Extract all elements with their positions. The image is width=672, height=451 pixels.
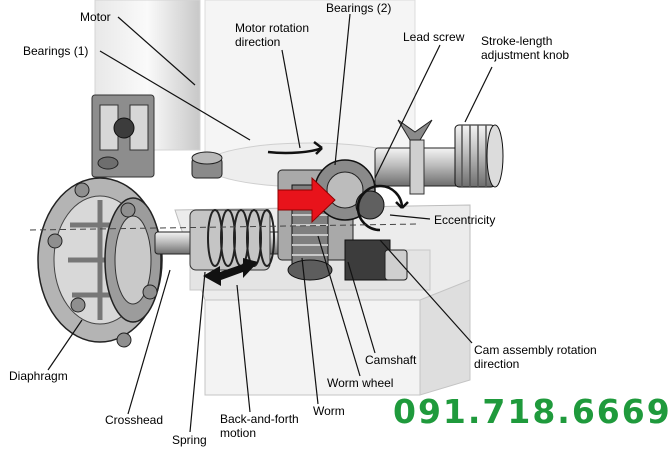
phone-number: 091.718.6669 xyxy=(393,392,672,431)
label-worm: Worm xyxy=(313,404,345,418)
centre-line xyxy=(29,223,421,231)
stroke-length-knob xyxy=(397,119,504,188)
diagram-canvas: Motor Bearings (1) Motor rotation direct… xyxy=(9,0,670,447)
label-diaphragm: Diaphragm xyxy=(9,369,68,383)
label-lead-screw: Lead screw xyxy=(403,30,465,44)
label-motor-rotation-2: direction xyxy=(235,35,281,49)
label-back-forth-2: motion xyxy=(220,426,257,440)
label-crosshead: Crosshead xyxy=(105,413,164,427)
label-camshaft: Camshaft xyxy=(365,353,417,367)
label-bearings-1: Bearings (1) xyxy=(23,44,89,58)
pump-illustration xyxy=(29,0,504,433)
label-motor: Motor xyxy=(80,10,111,24)
label-back-forth-1: Back-and-forth xyxy=(220,412,299,426)
label-stroke-knob-1: Stroke-length xyxy=(481,34,553,48)
back-and-forth-arrow xyxy=(203,258,258,286)
bearings-1-housing xyxy=(91,94,155,178)
label-stroke-knob-2: adjustment knob xyxy=(481,48,570,62)
label-worm-wheel: Worm wheel xyxy=(327,376,394,390)
leader-lines xyxy=(47,13,493,433)
cam-rotation-arrow xyxy=(356,184,409,232)
housing-cap xyxy=(191,151,223,179)
label-cam-rotation-1: Cam assembly rotation xyxy=(474,343,597,357)
label-bearings-2: Bearings (2) xyxy=(326,1,392,15)
label-spring: Spring xyxy=(172,433,207,447)
label-cam-rotation-2: direction xyxy=(474,357,520,371)
flange-bolts xyxy=(47,182,158,348)
label-eccentricity: Eccentricity xyxy=(434,213,496,227)
label-motor-rotation-1: Motor rotation xyxy=(235,21,310,35)
red-direction-arrow xyxy=(277,176,336,224)
diaphragm-head xyxy=(37,177,163,348)
motor-rotation-arrow xyxy=(267,141,323,155)
